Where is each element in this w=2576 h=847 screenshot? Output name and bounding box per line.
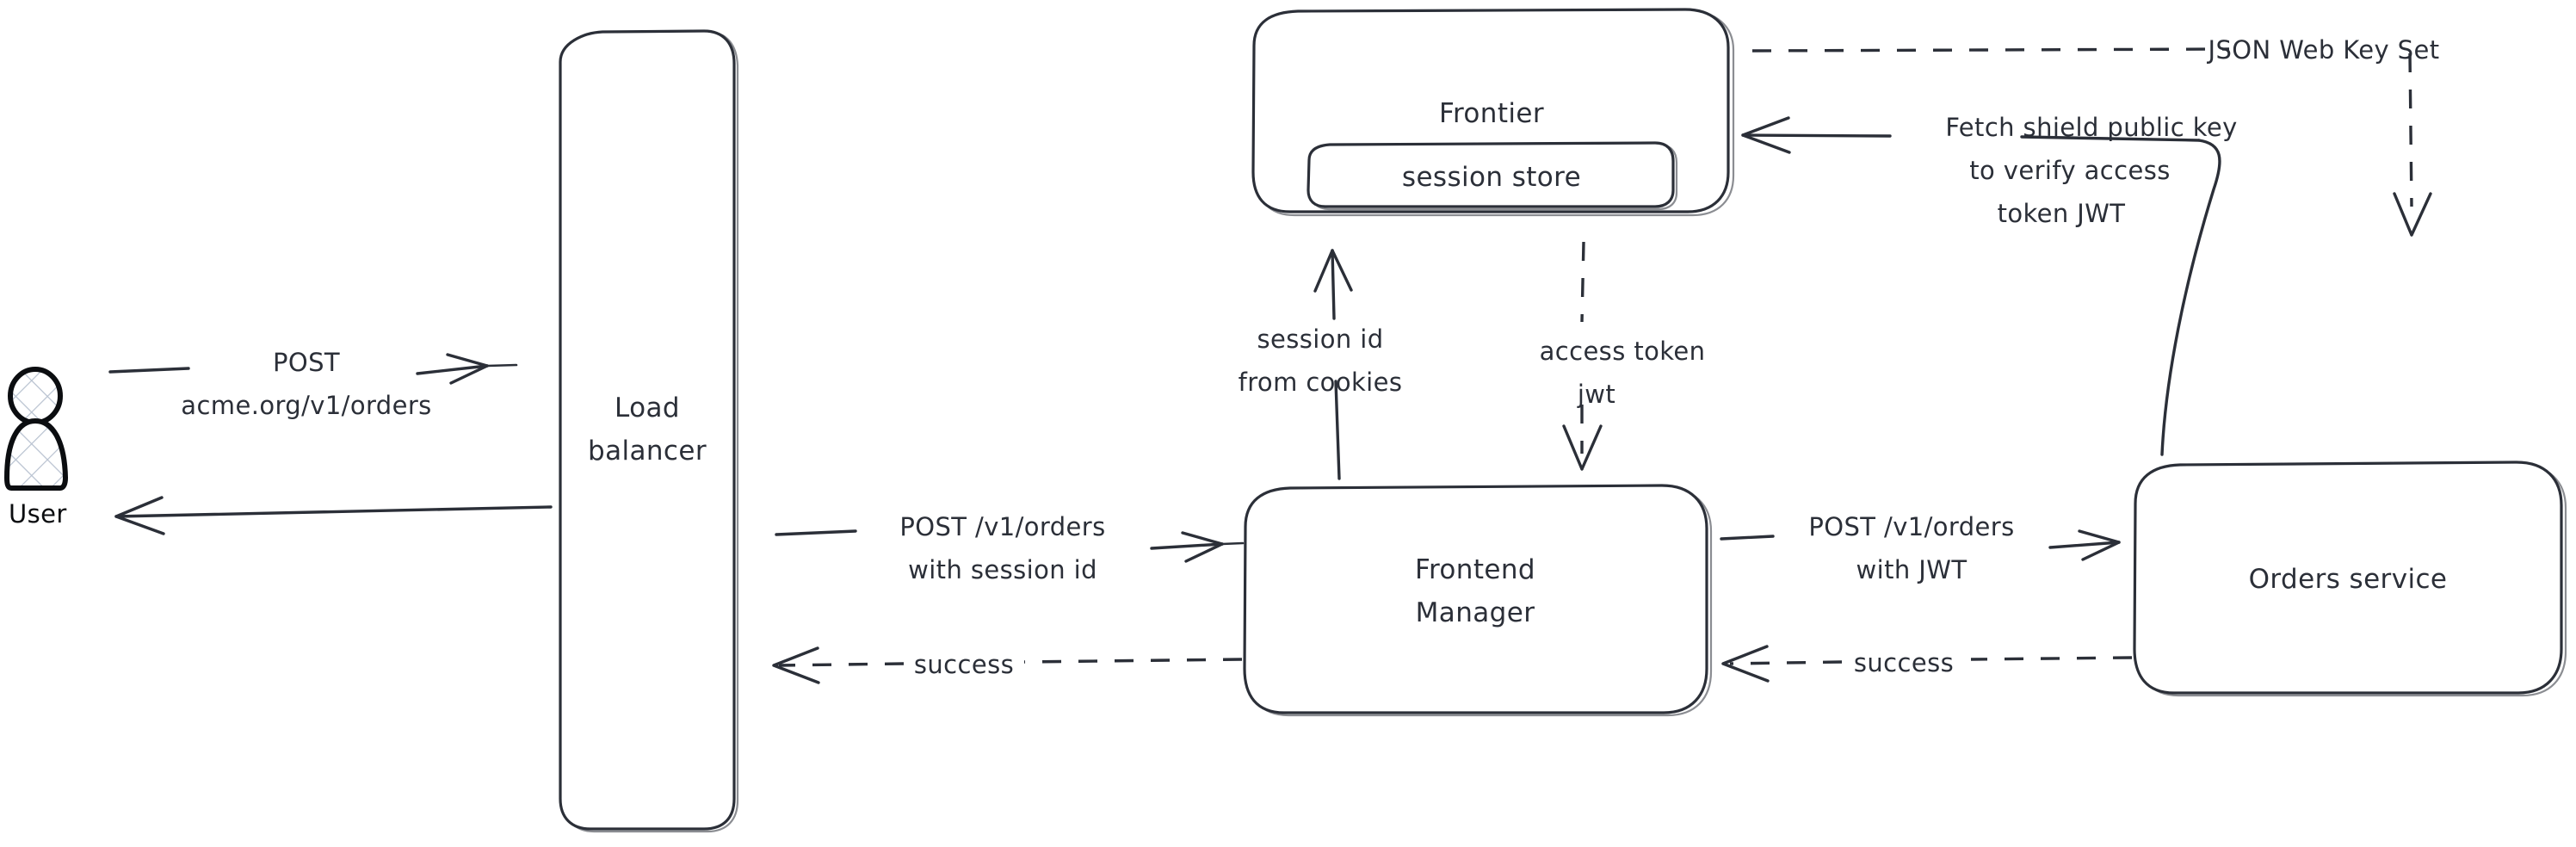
node-frontend-manager[interactable]: Frontend Manager: [1243, 484, 1713, 717]
edge-orders-to-frontier-label-line1: Fetch shield public key: [1945, 113, 2237, 142]
edge-fm-to-orders-label-line2: with JWT: [1856, 555, 1968, 584]
node-session-store[interactable]: session store: [1307, 141, 1678, 211]
edge-orders-service-to-frontend-manager[interactable]: success: [1721, 645, 2133, 683]
edge-orders-to-fm-label: success: [1854, 648, 1954, 677]
frontend-manager-label-line1: Frontend: [1415, 554, 1535, 585]
edge-fm-to-frontier-label-line2: from cookies: [1239, 368, 1403, 397]
edge-fm-to-lb-label: success: [914, 650, 1014, 679]
frontend-manager-label-line2: Manager: [1416, 597, 1535, 628]
load-balancer-label-line1: Load: [615, 393, 680, 424]
edge-fm-to-orders-label-line1: POST /v1/orders: [1808, 512, 2014, 541]
orders-service-box: [2133, 461, 2563, 695]
person-head-icon: [8, 367, 63, 425]
edge-frontier-to-frontend-manager[interactable]: access token jwt: [1540, 241, 1706, 471]
edge-frontier-to-orders-label: JSON Web Key Set: [2207, 35, 2440, 65]
edge-frontier-to-fm-label-line2: jwt: [1577, 380, 1615, 409]
actor-user-label: User: [9, 499, 67, 529]
edge-fm-to-frontier-label-line1: session id: [1257, 325, 1383, 354]
frontier-label: Frontier: [1439, 98, 1544, 129]
edge-frontend-manager-to-load-balancer[interactable]: success: [772, 646, 1243, 684]
person-body-icon: [4, 418, 68, 491]
node-orders-service[interactable]: Orders service: [2133, 461, 2567, 697]
node-frontier[interactable]: Frontier session store: [1251, 8, 1735, 217]
load-balancer-label-line2: balancer: [588, 436, 707, 467]
edge-lb-to-fm-label-line2: with session id: [908, 555, 1097, 584]
session-store-label: session store: [1402, 162, 1581, 193]
session-store-box: [1307, 141, 1675, 208]
edge-lb-to-fm-label-line1: POST /v1/orders: [899, 512, 1105, 541]
edge-user-to-load-balancer-label-line1: POST: [273, 348, 340, 377]
orders-service-label: Orders service: [2249, 564, 2448, 595]
edge-frontier-to-fm-label-line1: access token: [1540, 337, 1706, 366]
frontend-manager-box: [1243, 484, 1708, 714]
edge-frontend-manager-to-frontier[interactable]: session id from cookies: [1239, 249, 1403, 480]
load-balancer-box: [559, 29, 736, 831]
edge-load-balancer-to-frontend-manager[interactable]: POST /v1/orders with session id: [775, 512, 1245, 584]
edge-orders-service-to-frontier[interactable]: Fetch shield public key to verify access…: [1741, 113, 2238, 456]
edge-user-to-load-balancer-label-line2: acme.org/v1/orders: [181, 391, 431, 420]
node-load-balancer[interactable]: Load balancer: [559, 29, 739, 833]
edge-user-to-load-balancer[interactable]: POST acme.org/v1/orders: [108, 348, 518, 420]
edge-load-balancer-to-user[interactable]: [114, 496, 553, 535]
edge-frontier-to-orders-service[interactable]: JSON Web Key Set: [1751, 35, 2440, 237]
actor-user[interactable]: User: [4, 367, 68, 529]
edge-frontend-manager-to-orders-service[interactable]: POST /v1/orders with JWT: [1720, 512, 2121, 584]
edge-orders-to-frontier-label-line2: to verify access: [1969, 156, 2171, 185]
edge-orders-to-frontier-label-line3: token JWT: [1998, 199, 2126, 228]
